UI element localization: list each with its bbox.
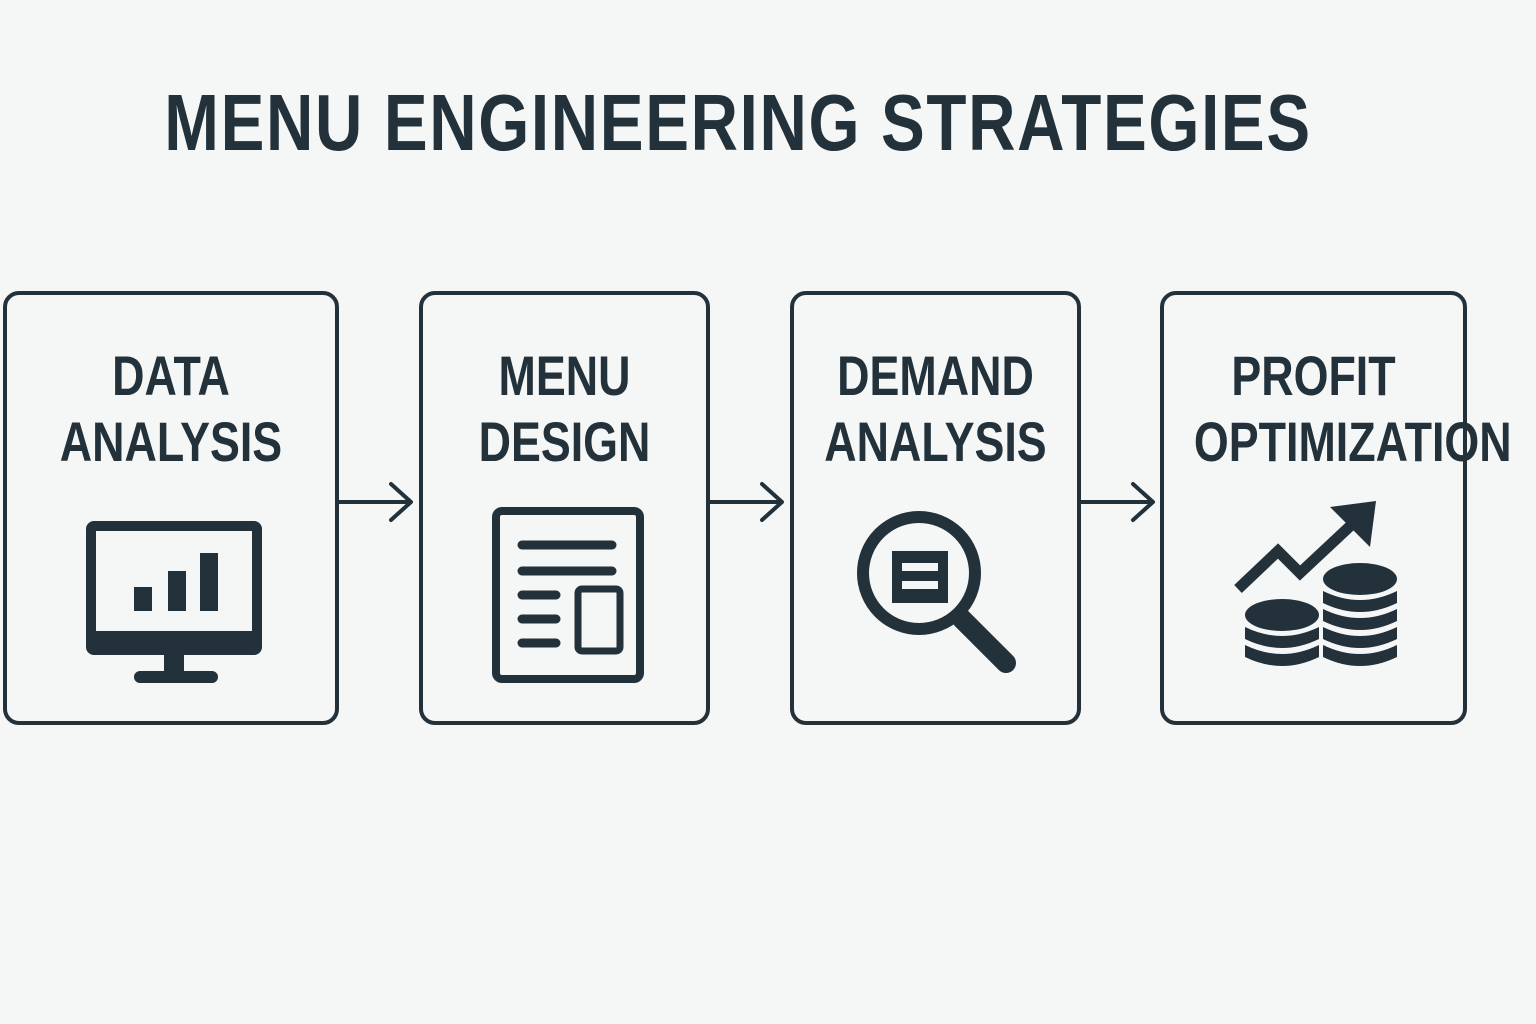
step-profit-optimization: PROFIT OPTIMIZATION (1160, 291, 1512, 725)
step-label: PROFIT OPTIMIZATION (1164, 343, 1512, 475)
growth-coins-icon (1234, 501, 1397, 666)
step-label-line2: ANALYSIS (824, 410, 1047, 473)
arrow-right-icon (1081, 482, 1155, 522)
step-label: MENU DESIGN (423, 343, 706, 475)
step-label-line1: DATA (112, 344, 230, 407)
arrow-right-icon (339, 482, 413, 522)
step-label-line1: PROFIT (1231, 344, 1396, 407)
monitor-bar-chart-icon (86, 521, 262, 683)
step-demand-analysis: DEMAND ANALYSIS (790, 291, 1081, 725)
step-label-line2: DESIGN (478, 410, 651, 473)
step-data-analysis: DATA ANALYSIS (3, 291, 339, 725)
step-menu-design: MENU DESIGN (419, 291, 710, 725)
step-label-line1: DEMAND (837, 344, 1034, 407)
step-label-line2: OPTIMIZATION (1193, 410, 1512, 473)
step-label-line1: MENU (498, 344, 631, 407)
page-title: MENU ENGINEERING STRATEGIES (164, 78, 1312, 167)
step-label-line2: ANALYSIS (59, 410, 283, 473)
menu-document-icon (492, 507, 644, 683)
step-label: DATA ANALYSIS (7, 343, 335, 475)
step-label: DEMAND ANALYSIS (794, 343, 1077, 475)
arrow-right-icon (710, 482, 784, 522)
magnifier-icon (857, 511, 1016, 673)
